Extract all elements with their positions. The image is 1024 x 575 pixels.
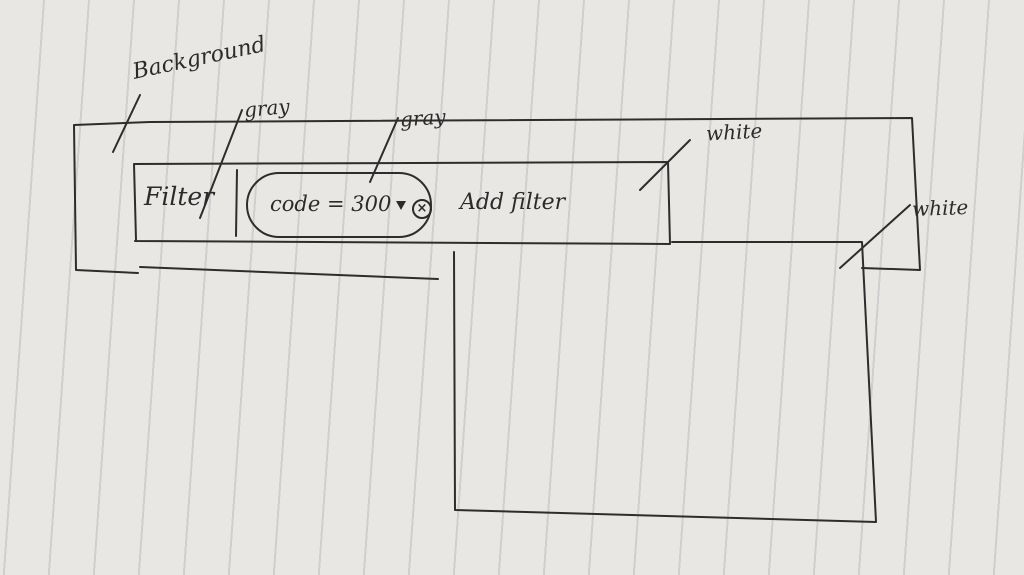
filter-bar-underline	[139, 266, 439, 280]
filter-label-divider	[235, 169, 238, 237]
annotation-gray-filter-label: gray	[243, 94, 291, 122]
annotation-gray-chip: gray	[399, 104, 447, 132]
close-circle-icon[interactable]: ×	[412, 199, 432, 219]
annotation-white-dropdown: white	[911, 195, 969, 221]
pointer-gray-label	[199, 109, 243, 219]
caret-down-icon[interactable]	[396, 201, 406, 210]
filter-label: Filter	[144, 182, 215, 211]
pointer-gray-chip	[369, 117, 399, 183]
pointer-white-bar	[639, 139, 691, 191]
add-filter-button[interactable]: Add filter	[460, 190, 566, 215]
dropdown-panel-frame	[453, 241, 877, 523]
pointer-background	[112, 94, 141, 153]
annotation-white-filter-bar: white	[705, 118, 763, 146]
background-frame	[73, 121, 151, 274]
pointer-white-dropdown	[839, 204, 911, 269]
filter-chip-text[interactable]: code = 300	[270, 192, 392, 216]
background-frame-top	[149, 117, 921, 271]
